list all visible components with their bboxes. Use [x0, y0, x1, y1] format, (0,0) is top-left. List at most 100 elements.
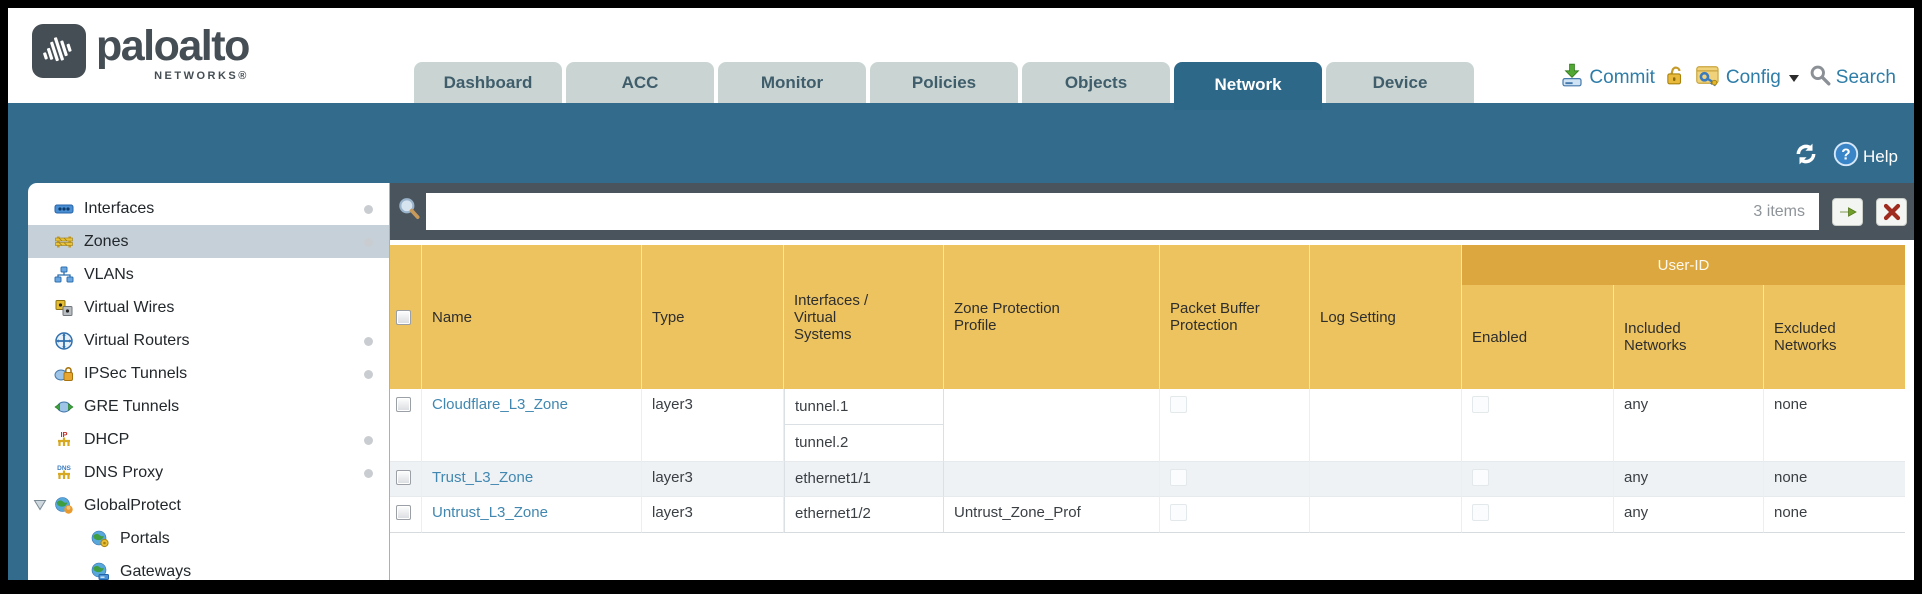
- column-header-interfaces[interactable]: Interfaces / Virtual Systems: [784, 245, 944, 389]
- tab-network[interactable]: Network: [1174, 62, 1322, 110]
- zone-type: layer3: [642, 497, 784, 533]
- tab-dashboard[interactable]: Dashboard: [414, 62, 562, 103]
- tab-objects[interactable]: Objects: [1022, 62, 1170, 103]
- tab-policies[interactable]: Policies: [870, 62, 1018, 103]
- zones-table: Name Type Interfaces / Virtual Systems Z…: [390, 245, 1905, 533]
- column-header-excluded-networks[interactable]: Excluded Networks: [1764, 285, 1905, 389]
- ipsec-tunnels-icon: [52, 363, 76, 385]
- interfaces-icon: [52, 198, 76, 220]
- table-row: Untrust_L3_Zone layer3 ethernet1/2 Untru…: [390, 497, 1905, 533]
- filter-search-icon: [397, 196, 421, 227]
- column-header-included-networks[interactable]: Included Networks: [1614, 285, 1764, 389]
- table-row: Cloudflare_L3_Zone layer3 tunnel.1 tunne…: [390, 389, 1905, 462]
- zone-name-link[interactable]: Trust_L3_Zone: [432, 469, 534, 486]
- sidebar-item-gateways[interactable]: Gateways: [28, 555, 389, 580]
- dhcp-icon: IP: [52, 429, 76, 451]
- interface-item: tunnel.1: [785, 389, 943, 425]
- global-search[interactable]: Search: [1809, 64, 1896, 92]
- items-count: 3 items: [1753, 202, 1805, 220]
- zone-interfaces: ethernet1/2: [784, 497, 944, 533]
- top-header: paloalto NETWORKS® Dashboard ACC Monitor…: [8, 8, 1914, 110]
- status-dot: [364, 237, 373, 247]
- row-checkbox[interactable]: [396, 470, 411, 485]
- packet-buffer-protection-checkbox[interactable]: [1170, 504, 1187, 521]
- chevron-down-icon: [1788, 67, 1800, 89]
- sidebar-item-dhcp[interactable]: IP DHCP: [28, 423, 389, 456]
- filter-bar: 3 items: [390, 183, 1914, 240]
- zones-icon: [52, 231, 76, 253]
- status-dot: [364, 435, 373, 445]
- vlans-icon: [52, 264, 76, 286]
- portals-icon: [88, 528, 112, 550]
- lock-icon[interactable]: [1664, 63, 1686, 93]
- filter-input[interactable]: [426, 193, 1819, 230]
- sidebar-item-portals[interactable]: Portals: [28, 522, 389, 555]
- svg-text:IP: IP: [60, 430, 67, 439]
- row-checkbox[interactable]: [396, 505, 411, 520]
- status-dot: [364, 468, 373, 478]
- column-header-zone-protection-profile[interactable]: Zone Protection Profile: [944, 245, 1160, 389]
- interface-item: ethernet1/1: [795, 470, 871, 487]
- commit-icon: [1560, 63, 1584, 93]
- user-id-enabled-checkbox[interactable]: [1472, 396, 1489, 413]
- sidebar-item-gre-tunnels[interactable]: GRE Tunnels: [28, 390, 389, 423]
- log-setting: [1310, 462, 1462, 497]
- commit-button[interactable]: Commit: [1560, 63, 1655, 93]
- zone-protection-profile: [944, 462, 1160, 497]
- sidebar-item-virtual-routers[interactable]: Virtual Routers: [28, 324, 389, 357]
- packet-buffer-protection-checkbox[interactable]: [1170, 396, 1187, 413]
- sidebar-item-zones[interactable]: Zones: [28, 225, 389, 258]
- tab-monitor[interactable]: Monitor: [718, 62, 866, 103]
- app-window: paloalto NETWORKS® Dashboard ACC Monitor…: [8, 8, 1914, 580]
- paloalto-logo-icon: [32, 24, 86, 78]
- column-header-packet-buffer-protection[interactable]: Packet Buffer Protection: [1160, 245, 1310, 389]
- sidebar-item-interfaces[interactable]: Interfaces: [28, 192, 389, 225]
- svg-text:?: ?: [1841, 146, 1850, 163]
- sidebar-item-globalprotect[interactable]: GlobalProtect: [28, 489, 389, 522]
- sidebar-item-virtual-wires[interactable]: Virtual Wires: [28, 291, 389, 324]
- zone-type: layer3: [642, 389, 784, 462]
- tab-device[interactable]: Device: [1326, 62, 1474, 103]
- dns-proxy-icon: DNS: [52, 462, 76, 484]
- zones-table-area: Name Type Interfaces / Virtual Systems Z…: [390, 240, 1914, 533]
- column-header-log-setting[interactable]: Log Setting: [1310, 245, 1462, 389]
- config-menu[interactable]: Config: [1695, 63, 1800, 93]
- sidebar-item-vlans[interactable]: VLANs: [28, 258, 389, 291]
- packet-buffer-protection-checkbox[interactable]: [1170, 469, 1187, 486]
- help-button[interactable]: ? Help: [1833, 141, 1898, 172]
- brand-name: paloalto: [96, 22, 250, 70]
- status-dot: [364, 204, 373, 214]
- row-checkbox[interactable]: [396, 397, 411, 412]
- sidebar-item-ipsec-tunnels[interactable]: IPSec Tunnels: [28, 357, 389, 390]
- column-header-type[interactable]: Type: [642, 245, 784, 389]
- user-id-enabled-checkbox[interactable]: [1472, 469, 1489, 486]
- interface-item: ethernet1/2: [795, 505, 871, 522]
- svg-text:DNS: DNS: [57, 465, 71, 472]
- virtual-wires-icon: [52, 297, 76, 319]
- sidebar-item-dns-proxy[interactable]: DNS DNS Proxy: [28, 456, 389, 489]
- apply-filter-button[interactable]: [1832, 197, 1863, 226]
- gateways-icon: [88, 561, 112, 581]
- column-header-name[interactable]: Name: [422, 245, 642, 389]
- included-networks: any: [1614, 497, 1764, 533]
- select-all-checkbox[interactable]: [396, 309, 411, 325]
- zone-name-link[interactable]: Untrust_L3_Zone: [432, 504, 548, 521]
- column-group-user-id: User-ID: [1462, 245, 1905, 285]
- brand-subtitle: NETWORKS®: [154, 70, 249, 83]
- included-networks: any: [1614, 389, 1764, 462]
- zone-protection-profile: Untrust_Zone_Prof: [944, 497, 1160, 533]
- user-id-enabled-checkbox[interactable]: [1472, 504, 1489, 521]
- log-setting: [1310, 389, 1462, 462]
- column-header-enabled[interactable]: Enabled: [1462, 285, 1614, 389]
- zone-name-link[interactable]: Cloudflare_L3_Zone: [432, 396, 568, 413]
- included-networks: any: [1614, 462, 1764, 497]
- zone-type: layer3: [642, 462, 784, 497]
- status-dot: [364, 336, 373, 346]
- globalprotect-icon: [52, 495, 76, 517]
- refresh-button[interactable]: [1793, 141, 1819, 172]
- tab-acc[interactable]: ACC: [566, 62, 714, 103]
- expand-collapse-icon[interactable]: [33, 498, 47, 516]
- excluded-networks: none: [1764, 462, 1905, 497]
- clear-filter-button[interactable]: [1876, 197, 1907, 226]
